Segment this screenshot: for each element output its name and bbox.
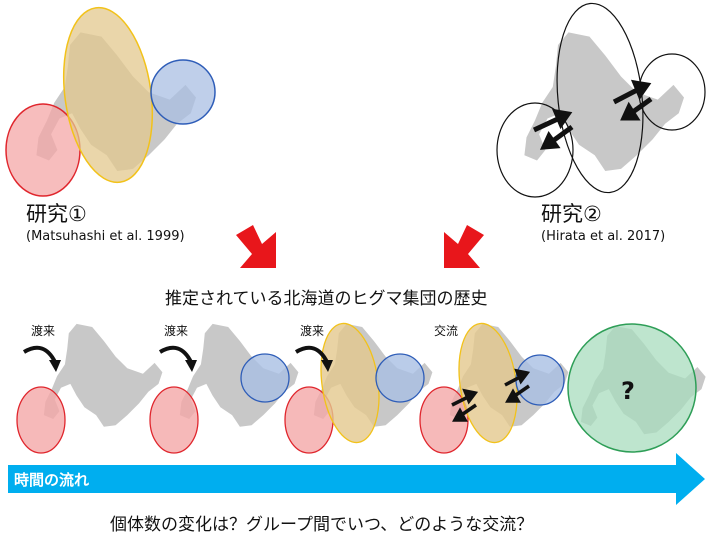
stage5-map — [567, 323, 706, 453]
stage2-map — [149, 323, 299, 454]
stage3-map — [284, 322, 433, 454]
study1-label: 研究① — [26, 202, 87, 226]
study1-blue-group — [150, 59, 216, 125]
study2-label: 研究② — [541, 202, 602, 226]
timeline-arrow — [8, 453, 705, 505]
study2-exchange-arrows-right — [612, 79, 653, 121]
stage1-map — [16, 323, 163, 454]
stage3-label: 渡来 — [300, 324, 325, 338]
down-arrow-left — [236, 225, 276, 268]
stage2-red-group — [149, 386, 199, 454]
study2-map — [496, 2, 706, 198]
unknown-question-mark: ? — [621, 377, 635, 405]
stage1-label: 渡来 — [31, 324, 56, 338]
stage2-blue-group — [240, 353, 290, 403]
stage2-migration-arrow — [158, 345, 193, 363]
study2-exchange-arrows-left — [532, 108, 574, 150]
stage1-red-group — [16, 386, 66, 454]
stage4-label: 交流 — [434, 324, 459, 338]
stage4-exchange-arrows-left — [451, 388, 479, 422]
stage3-migration-arrow — [294, 345, 329, 363]
study1-citation: (Matsuhashi et al. 1999) — [26, 229, 185, 244]
main-question: 推定されている北海道のヒグマ集団の歴史 — [165, 289, 488, 309]
study1-map — [5, 6, 216, 197]
stage2-label: 渡来 — [164, 324, 189, 338]
study2-citation: (Hirata et al. 2017) — [541, 229, 666, 244]
stage1-migration-arrow — [22, 345, 57, 363]
study2-left-group — [496, 102, 574, 198]
stage4-map — [419, 322, 569, 454]
stage5-green-group — [567, 323, 697, 453]
stage4-exchange-arrows-right — [504, 368, 531, 403]
timeline-label: 時間の流れ — [14, 471, 90, 489]
stage3-blue-group — [375, 353, 425, 403]
bottom-question: 個体数の変化は？グループ間でいつ、どのような交流？ — [110, 515, 534, 535]
down-arrow-right — [444, 225, 484, 268]
